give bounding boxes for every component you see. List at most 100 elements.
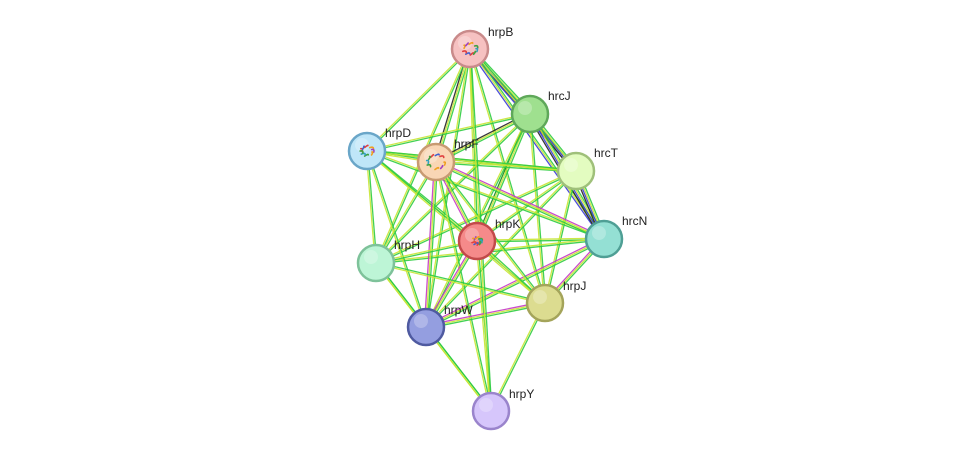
edge-strand-neighborhood <box>426 162 439 328</box>
edge-hrcN-hrpF[interactable] <box>435 159 605 242</box>
edge-strand-textmining <box>424 113 530 327</box>
edge-strand-neighborhood <box>477 171 577 243</box>
edge-strand-neighborhood <box>426 49 472 328</box>
edge-hrpF-hrpH[interactable] <box>374 161 438 264</box>
edge-strand-textmining <box>375 263 545 305</box>
edge-strand-textmining <box>366 151 545 305</box>
node-label-hrcT: hrcT <box>594 146 619 160</box>
edge-hrcJ-hrpD[interactable] <box>366 112 531 153</box>
edge-strand-textmining <box>375 169 576 263</box>
edge-strand-textmining <box>366 151 576 173</box>
node-circle[interactable] <box>525 283 565 323</box>
protein-structure-icon <box>471 235 484 246</box>
node-circle[interactable] <box>584 219 624 259</box>
edge-strand-neighborhood <box>376 114 532 265</box>
edge-strand-textmining <box>469 48 605 240</box>
node-label-hrpW: hrpW <box>444 303 473 317</box>
node-highlight <box>355 138 369 152</box>
edge-hrpF-hrpW[interactable] <box>423 161 439 328</box>
node-highlight <box>592 226 606 240</box>
edge-strand-neighborhood <box>470 47 606 239</box>
node-hrpW[interactable]: hrpW <box>406 303 473 347</box>
edge-strand-textmining <box>489 302 545 411</box>
nodes-layer: hrpB hrcJ hrpD hrpF hrcT hrcN hrpK hrpH hrpJ hrpW… <box>347 25 647 431</box>
edge-hrcN-hrpD[interactable] <box>366 149 605 241</box>
edge-strand-neighborhood <box>491 303 547 412</box>
node-circle[interactable] <box>556 151 596 191</box>
node-label-hrpK: hrpK <box>495 217 520 231</box>
node-highlight <box>364 250 378 264</box>
edge-strand-neighborhood <box>367 149 577 171</box>
node-hrcT[interactable]: hrcT <box>556 146 619 191</box>
node-hrpF[interactable]: hrpF <box>416 137 479 182</box>
edge-strand-neighborhood <box>376 261 546 303</box>
node-highlight <box>518 101 532 115</box>
node-hrpK[interactable]: hrpK <box>457 217 520 261</box>
edge-hrcN-hrpW[interactable] <box>425 236 605 330</box>
edge-strand-neighborhood <box>366 151 604 241</box>
edge-hrpB-hrpD[interactable] <box>365 47 472 153</box>
node-label-hrpB: hrpB <box>488 25 513 39</box>
edge-strand-neighborhood <box>367 49 472 153</box>
node-label-hrpJ: hrpJ <box>563 279 586 293</box>
node-circle[interactable] <box>406 307 446 347</box>
edge-strand-textmining <box>374 112 530 263</box>
node-circle[interactable] <box>471 391 511 431</box>
node-hrpB[interactable]: hrpB <box>450 25 513 69</box>
edge-strand-neighborhood <box>435 162 604 242</box>
edge-hrpF-hrpY[interactable] <box>434 161 493 412</box>
edge-strand-textmining <box>434 162 491 412</box>
edge-hrpH-hrpJ[interactable] <box>375 261 546 305</box>
node-hrpH[interactable]: hrpH <box>356 238 420 283</box>
edge-strand-neighborhood <box>376 162 438 264</box>
edge-hrpD-hrcT[interactable] <box>366 149 577 173</box>
node-label-hrpY: hrpY <box>509 387 534 401</box>
node-circle[interactable] <box>356 243 396 283</box>
node-highlight <box>414 314 428 328</box>
node-hrcN[interactable]: hrcN <box>584 214 647 259</box>
node-hrpY[interactable]: hrpY <box>471 387 534 431</box>
node-label-hrpD: hrpD <box>385 126 411 140</box>
edge-strand-textmining <box>468 49 545 304</box>
edge-strand-neighborhood <box>367 150 428 327</box>
node-label-hrpH: hrpH <box>394 238 420 252</box>
edge-strand-textmining <box>475 241 491 412</box>
edge-strand-textmining <box>425 238 605 328</box>
node-circle[interactable] <box>347 131 387 171</box>
edge-strand-textmining <box>476 237 604 241</box>
node-circle[interactable] <box>416 142 456 182</box>
edge-strand-experimental <box>425 236 604 327</box>
edge-strand-neighborhood <box>426 239 605 330</box>
node-highlight <box>465 228 479 242</box>
node-hrpD[interactable]: hrpD <box>347 126 411 171</box>
edge-strand-neighborhood <box>477 114 533 242</box>
edge-strand-textmining <box>374 161 436 263</box>
protein-structure-icon <box>359 144 375 157</box>
edge-hrcT-hrpJ[interactable] <box>543 170 578 304</box>
edge-hrcT-hrpH[interactable] <box>375 169 577 265</box>
edge-strand-textmining <box>367 149 605 239</box>
protein-structure-icon <box>425 153 447 171</box>
edge-strand-neighborhood <box>367 114 531 153</box>
node-circle[interactable] <box>457 221 497 261</box>
edge-strand-textmining <box>425 302 546 328</box>
edge-hrpJ-hrpY[interactable] <box>489 302 547 412</box>
edge-strand-neighborhood <box>470 48 547 303</box>
edge-strand-database <box>468 49 604 241</box>
edge-strand-neighborhood <box>435 162 576 173</box>
edge-strand-textmining <box>365 151 426 328</box>
node-hrpJ[interactable]: hrpJ <box>525 279 586 323</box>
edge-strand-neighborhood <box>545 171 578 304</box>
edge-hrpD-hrpW[interactable] <box>365 150 428 328</box>
edge-hrcJ-hrpH[interactable] <box>374 112 532 265</box>
node-circle[interactable] <box>510 94 550 134</box>
edge-strand-experimental <box>436 159 605 239</box>
node-circle[interactable] <box>450 29 490 69</box>
node-highlight <box>533 290 547 304</box>
node-label-hrpF: hrpF <box>454 137 479 151</box>
node-label-hrcJ: hrcJ <box>548 89 571 103</box>
node-hrcJ[interactable]: hrcJ <box>510 89 571 134</box>
edge-hrpB-hrcN[interactable] <box>468 47 606 241</box>
edge-hrpB-hrpJ[interactable] <box>468 48 547 304</box>
